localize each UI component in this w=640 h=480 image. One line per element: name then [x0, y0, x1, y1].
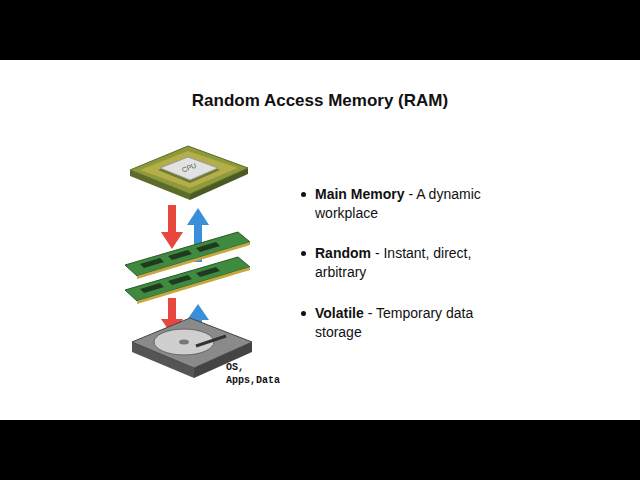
top-bar: [0, 0, 640, 60]
slide-title: Random Access Memory (RAM): [0, 90, 640, 112]
bullet-item: Random- Instant, direct, arbitrary: [315, 244, 515, 282]
bullet-term: Main Memory: [315, 186, 404, 202]
bullet-term: Volatile: [315, 305, 364, 321]
bullet-item: Main Memory- A dynamic workplace: [315, 185, 515, 223]
bullet-dot: [301, 192, 306, 197]
bullet-dot: [301, 311, 306, 316]
bullet-dot: [301, 251, 306, 256]
bullet-item: Volatile- Temporary data storage: [315, 304, 515, 342]
bottom-bar: [0, 420, 640, 480]
bullet-term: Random: [315, 245, 371, 261]
disk-contents-label: OS, Apps,Data: [226, 361, 286, 387]
